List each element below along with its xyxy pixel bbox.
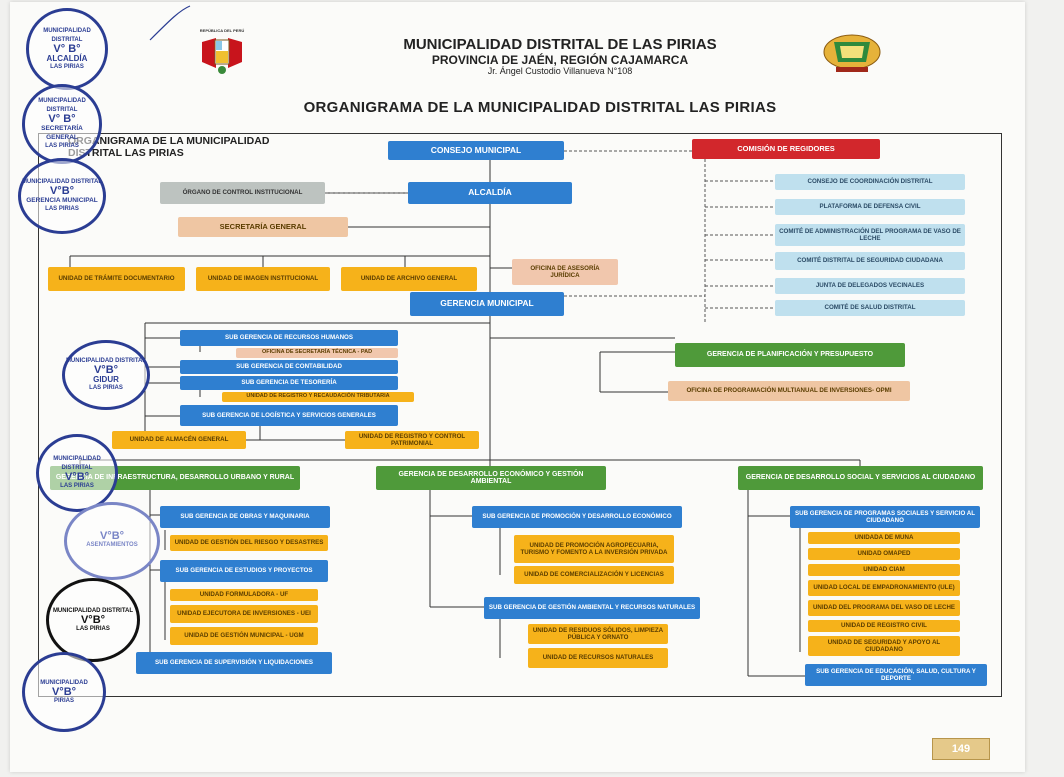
node-planificacion-presupuesto: GERENCIA DE PLANIFICACIÓN Y PRESUPUESTO [675, 343, 905, 367]
chart-subtitle: ORGANIGRAMA DE LA MUNICIPALIDAD DISTRITA… [68, 135, 270, 159]
node-seguridad-ciudadana: COMITÉ DISTRITAL DE SEGURIDAD CIUDADANA [775, 252, 965, 270]
seal-infraestructura: MUNICIPALIDAD DISTRITAL V°B° LAS PIRIAS [36, 434, 118, 512]
node-secretaria-tecnica-pad: OFICINA DE SECRETARÍA TÉCNICA - PAD [236, 348, 398, 358]
node-programas-sociales: SUB GERENCIA DE PROGRAMAS SOCIALES Y SER… [790, 506, 980, 528]
emblem-caption: REPÚBLICA DEL PERÚ [199, 28, 245, 33]
node-tramite-documentario: UNIDAD DE TRÁMITE DOCUMENTARIO [48, 267, 185, 291]
node-recaudacion-tributaria: UNIDAD DE REGISTRO Y RECAUDACIÓN TRIBUTA… [222, 392, 414, 402]
node-estudios-proyectos: SUB GERENCIA DE ESTUDIOS Y PROYECTOS [160, 560, 328, 582]
node-salud-distrital: COMITÉ DE SALUD DISTRITAL [775, 300, 965, 316]
node-gerencia-economico: GERENCIA DE DESARROLLO ECONÓMICO Y GESTI… [376, 466, 606, 490]
node-residuos-solidos: UNIDAD DE RESIDUOS SÓLIDOS, LIMPIEZA PÚB… [528, 624, 668, 644]
node-seguridad-apoyo: UNIDAD DE SEGURIDAD Y APOYO AL CIUDADANO [808, 636, 960, 656]
node-imagen-institucional: UNIDAD DE IMAGEN INSTITUCIONAL [196, 267, 330, 291]
node-logistica: SUB GERENCIA DE LOGÍSTICA Y SERVICIOS GE… [180, 405, 398, 426]
node-muna: UNIDADA DE MUNA [808, 532, 960, 544]
seal-economico: MUNICIPALIDAD DISTRITAL V°B° LAS PIRIAS [46, 578, 140, 662]
header-title: MUNICIPALIDAD DISTRITAL DE LAS PIRIAS [403, 36, 717, 53]
node-consejo-coordinacion: CONSEJO DE COORDINACIÓN DISTRITAL [775, 174, 965, 190]
node-supervision-liquidaciones: SUB GERENCIA DE SUPERVISIÓN Y LIQUIDACIO… [136, 652, 332, 674]
node-riesgo-desastres: UNIDAD DE GESTIÓN DEL RIESGO Y DESASTRES [170, 535, 328, 551]
seal-desarrollo-social: MUNICIPALIDAD V°B° PIRIAS [22, 652, 106, 732]
organigram-title: ORGANIGRAMA DE LA MUNICIPALIDAD DISTRITA… [303, 99, 777, 116]
node-gerencia-municipal: GERENCIA MUNICIPAL [410, 292, 564, 316]
node-defensa-civil: PLATAFORMA DE DEFENSA CIVIL [775, 199, 965, 215]
node-consejo-municipal: CONSEJO MUNICIPAL [388, 141, 564, 160]
node-ciam: UNIDAD CIAM [808, 564, 960, 576]
node-registro-civil: UNIDAD DE REGISTRO CIVIL [808, 620, 960, 632]
node-recursos-humanos: SUB GERENCIA DE RECURSOS HUMANOS [180, 330, 398, 346]
node-recursos-naturales: UNIDAD DE RECURSOS NATURALES [528, 648, 668, 668]
node-archivo-general: UNIDAD DE ARCHIVO GENERAL [341, 267, 477, 291]
node-educacion-salud: SUB GERENCIA DE EDUCACIÓN, SALUD, CULTUR… [805, 664, 987, 686]
node-promocion-agropecuaria: UNIDAD DE PROMOCIÓN AGROPECUARIA, TURISM… [514, 535, 674, 563]
header-address: Jr. Ángel Custodio Villanueva N°108 [487, 66, 633, 76]
node-comision-regidores: COMISIÓN DE REGIDORES [692, 139, 880, 159]
node-contabilidad: SUB GERENCIA DE CONTABILIDAD [180, 360, 398, 374]
chart-frame [38, 133, 1002, 697]
node-delegados-vecinales: JUNTA DE DELEGADOS VECINALES [775, 278, 965, 294]
node-unidad-formuladora: UNIDAD FORMULADORA - UF [170, 589, 318, 601]
node-gerencia-social: GERENCIA DE DESARROLLO SOCIAL Y SERVICIO… [738, 466, 983, 490]
node-ule: UNIDAD LOCAL DE EMPADRONAMIENTO (ULE) [808, 580, 960, 596]
municipal-crest [822, 32, 882, 74]
node-gestion-ambiental: SUB GERENCIA DE GESTIÓN AMBIENTAL Y RECU… [484, 597, 700, 619]
node-organo-control: ÓRGANO DE CONTROL INSTITUCIONAL [160, 182, 325, 204]
node-gestion-municipal: UNIDAD DE GESTIÓN MUNICIPAL - UGM [170, 627, 318, 645]
seal-gidur: MUNICIPALIDAD DISTRITAL V°B° GIDUR LAS P… [62, 340, 150, 410]
header-subtitle: PROVINCIA DE JAÉN, REGIÓN CAJAMARCA [431, 53, 689, 67]
node-control-patrimonial: UNIDAD DE REGISTRO Y CONTROL PATRIMONIAL [345, 431, 479, 449]
node-vaso-leche-unidad: UNIDAD DEL PROGRAMA DEL VASO DE LECHE [808, 600, 960, 616]
node-comercializacion-licencias: UNIDAD DE COMERCIALIZACIÓN Y LICENCIAS [514, 566, 674, 584]
page-number: 149 [932, 738, 990, 760]
peru-emblem: REPÚBLICA DEL PERÚ [196, 28, 248, 78]
node-tesoreria: SUB GERENCIA DE TESORERÍA [180, 376, 398, 390]
node-opmi: OFICINA DE PROGRAMACIÓN MULTIANUAL DE IN… [668, 381, 910, 401]
node-promocion-economico: SUB GERENCIA DE PROMOCIÓN Y DESARROLLO E… [472, 506, 682, 528]
node-omaped: UNIDAD OMAPED [808, 548, 960, 560]
node-almacen-general: UNIDAD DE ALMACÉN GENERAL [112, 431, 246, 449]
seal-gerencia-municipal: MUNICIPALIDAD DISTRITAL V°B° GERENCIA MU… [18, 158, 106, 234]
node-unidad-ejecutora: UNIDAD EJECUTORA DE INVERSIONES - UEI [170, 605, 318, 623]
seal-secretaria-general: MUNICIPALIDAD DISTRITAL V° B° SECRETARÍA… [22, 84, 102, 164]
node-alcaldia: ALCALDÍA [408, 182, 572, 204]
node-secretaria-general: SECRETARÍA GENERAL [178, 217, 348, 237]
node-obras-maquinaria: SUB GERENCIA DE OBRAS Y MAQUINARIA [160, 506, 330, 528]
node-vaso-leche-comite: COMITÉ DE ADMINISTRACIÓN DEL PROGRAMA DE… [775, 224, 965, 246]
seal-asentamientos: V°B° ASENTAMIENTOS [64, 502, 160, 580]
node-asesoria-juridica: OFICINA DE ASESORÍA JURÍDICA [512, 259, 618, 285]
